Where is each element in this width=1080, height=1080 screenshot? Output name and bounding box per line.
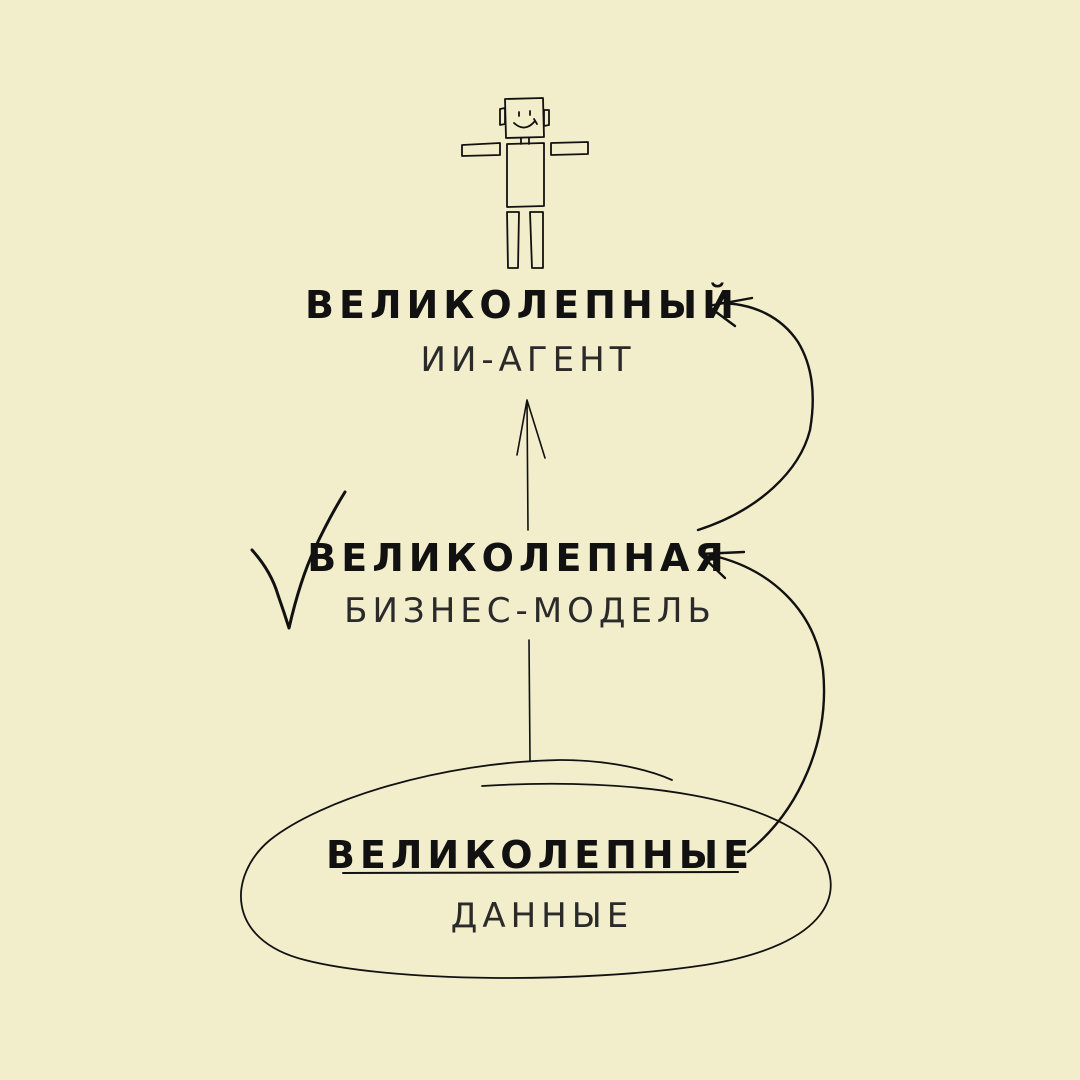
level-3-title: ВЕЛИКОЛЕПНЫЕ <box>326 833 754 877</box>
title-underline <box>342 871 739 874</box>
data-ellipse <box>240 759 832 979</box>
arrow-business-to-agent-curve-head <box>706 296 754 328</box>
arrow-business-to-agent-curve <box>696 301 814 532</box>
level-2-title: ВЕЛИКОЛЕПНАЯ <box>307 536 728 580</box>
level-1-title: ВЕЛИКОЛЕПНЫЙ <box>305 283 739 327</box>
robot-icon <box>461 97 589 269</box>
arrow-data-to-business-head <box>698 550 746 580</box>
arrow-business-to-agent <box>516 399 546 531</box>
level-2-subtitle: БИЗНЕС-МОДЕЛЬ <box>344 591 716 631</box>
checkmark-icon <box>250 490 347 630</box>
connector-data-to-business <box>528 639 531 761</box>
arrow-data-to-business <box>708 553 826 854</box>
level-3-subtitle: ДАННЫЕ <box>451 896 633 936</box>
level-1-subtitle: ИИ-АГЕНТ <box>421 340 636 380</box>
